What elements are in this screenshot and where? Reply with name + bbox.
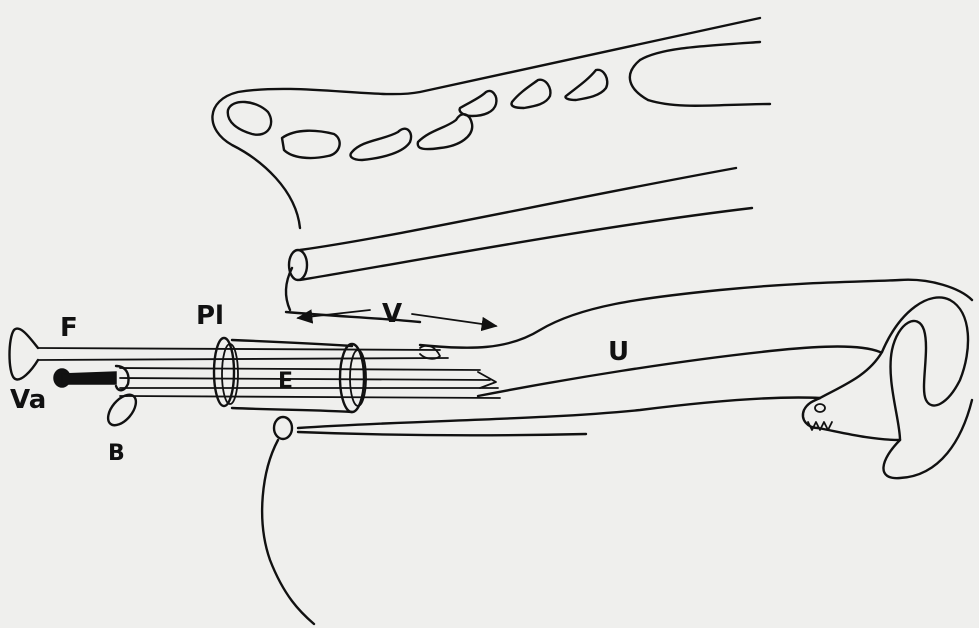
vertebra-1 bbox=[228, 102, 271, 135]
label-v: V bbox=[382, 299, 402, 329]
fetus-eye bbox=[815, 404, 825, 412]
label-va: Va bbox=[10, 385, 46, 415]
upper-vulva-lip bbox=[289, 250, 307, 280]
label-f: F bbox=[60, 313, 78, 343]
vaginal-walls bbox=[286, 168, 752, 322]
label-pl: Pl bbox=[196, 301, 224, 331]
vertebra-4 bbox=[418, 114, 472, 149]
fetus-drawing bbox=[803, 297, 972, 478]
handle-loop bbox=[10, 329, 39, 380]
label-e: E bbox=[278, 369, 293, 394]
v-arrow-right bbox=[412, 314, 496, 326]
label-u: U bbox=[608, 337, 629, 367]
spine-outline bbox=[212, 18, 770, 228]
vertebra-3 bbox=[350, 129, 411, 160]
vertebra-2 bbox=[282, 131, 340, 158]
vertebrae bbox=[228, 70, 607, 160]
vertebra-6 bbox=[512, 80, 551, 108]
lower-vulva-lip bbox=[274, 417, 292, 439]
vertebra-5 bbox=[460, 91, 497, 116]
plunger-valve bbox=[54, 366, 129, 390]
speculum-back-ring bbox=[340, 344, 364, 412]
label-b: B bbox=[108, 441, 125, 466]
speculum-front-ring-inner bbox=[222, 344, 238, 404]
lower-body-line bbox=[262, 440, 314, 624]
vertebra-7 bbox=[565, 70, 607, 100]
